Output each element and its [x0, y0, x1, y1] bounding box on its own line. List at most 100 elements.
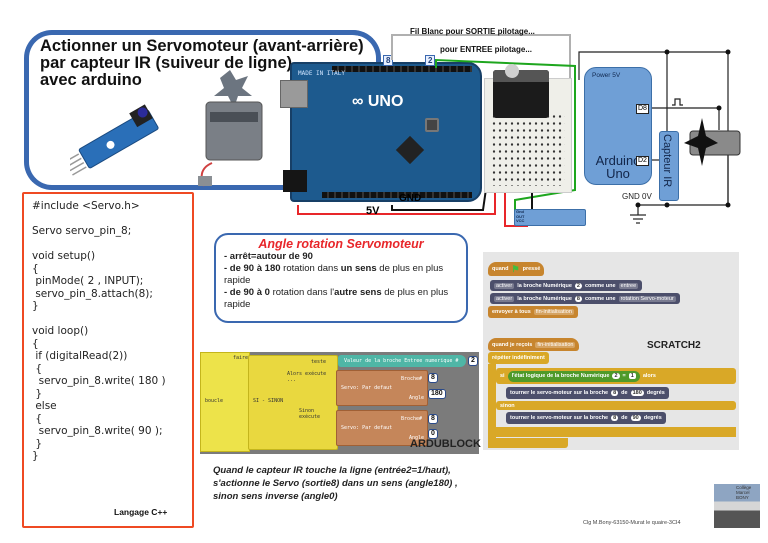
- ardublock-servo-block-1: Servo: Par defaut Broche# Angle: [336, 370, 428, 406]
- ground-symbol-icon: [630, 214, 646, 224]
- else-label: sinon: [500, 402, 515, 409]
- ir-module-board: [514, 209, 586, 226]
- scratch-forever-block[interactable]: répéter indéfiniment: [488, 352, 549, 364]
- pin-input[interactable]: 8: [574, 295, 582, 302]
- hat-text: quand: [492, 266, 509, 272]
- ifelse-label: SI - SINON: [253, 398, 284, 404]
- schematic-arduino-name: Arduino Uno: [588, 154, 648, 180]
- ir-module-pin-labels: Gnd OUT VCC: [516, 209, 524, 224]
- angle-info-panel: Angle rotation Servomoteur - arrêt=autou…: [214, 233, 468, 323]
- angle-text: de plus en plus rapide: [224, 263, 444, 286]
- angle-input[interactable]: 90: [630, 415, 641, 421]
- pin-8-tag: 8: [383, 55, 394, 66]
- block-text: tourner le servo-moteur sur la broche: [510, 390, 609, 396]
- angle-line-stop: - arrêt=autour de 90: [224, 251, 458, 263]
- schematic-pin-d8: D8: [636, 104, 649, 114]
- angle-text: rotation dans l': [269, 287, 335, 298]
- then-slot-label: Alors exécute ...: [287, 371, 327, 383]
- scratch-set-pin-2-block[interactable]: activer la broche Numérique 2 comme une …: [490, 280, 643, 291]
- caption-line-2: s'actionne le Servo (sortie8) dans un se…: [213, 478, 458, 489]
- servo-horn: [505, 64, 519, 78]
- pin-input[interactable]: 8: [611, 415, 619, 421]
- code-line: pinMode( 2 , INPUT);: [32, 275, 144, 287]
- mode-dropdown[interactable]: activer: [494, 295, 515, 302]
- block-text: de: [621, 415, 628, 421]
- angle-text: rotation dans: [280, 263, 341, 274]
- schematic-sensor-label: Capteur IR: [661, 134, 673, 188]
- mode-dropdown[interactable]: activer: [494, 282, 515, 289]
- scratch-forever-arm: [488, 364, 496, 448]
- angle-range-forward: - de 90 à 180: [224, 263, 281, 274]
- angle-direction: autre sens: [334, 287, 382, 298]
- infinity-icon: ∞: [352, 93, 368, 110]
- message-dropdown[interactable]: fin-initialisation: [533, 309, 574, 315]
- logo-line: Marcel: [736, 490, 750, 495]
- code-line: [32, 238, 184, 251]
- caption-line-1: Quand le capteur IR touche la ligne (ent…: [213, 465, 451, 476]
- condition-pin-value[interactable]: 2: [468, 356, 478, 366]
- scratch-hat-green-flag[interactable]: quand ⚑ pressé: [488, 262, 545, 276]
- condition-text: l'état logique de la broche Numérique: [511, 373, 610, 379]
- angle-line-reverse: - de 90 à 0 rotation dans l'autre sens d…: [224, 287, 458, 311]
- scratch-condition[interactable]: l'état logique de la broche Numérique 2 …: [507, 370, 640, 382]
- made-in-italy-label: MADE IN ITALY: [298, 70, 345, 77]
- scratch-hat-receive[interactable]: quand je reçois fin-initialisation: [488, 338, 580, 351]
- pin-input[interactable]: 8: [611, 390, 619, 396]
- servo1-angle-value[interactable]: 180: [428, 389, 446, 399]
- 5v-label: 5V: [366, 205, 380, 217]
- servo1-pin-value[interactable]: 8: [428, 373, 438, 383]
- mode-dropdown[interactable]: entree: [618, 282, 639, 289]
- logo-line: BONY: [736, 495, 749, 500]
- arduino-name-line-2: Uno: [606, 166, 630, 181]
- loop-slot-label: faire: [233, 355, 249, 361]
- angle-direction: un sens: [340, 263, 377, 274]
- scratch-broadcast-block[interactable]: envoyer à tous fin-initialisation: [488, 306, 578, 318]
- block-text: comme une: [584, 295, 616, 302]
- scratch-forever-end: [488, 438, 568, 448]
- block-text: degrés: [643, 415, 662, 421]
- code-line: }: [32, 387, 43, 400]
- breadboard-servo-top: [493, 70, 549, 82]
- servo2-pin-value[interactable]: 8: [428, 414, 438, 424]
- page-title: Actionner un Servomoteur (avant-arrière)…: [40, 38, 364, 89]
- code-line: {: [32, 362, 43, 375]
- pin-input[interactable]: 2: [574, 282, 582, 289]
- code-line: void setup(): [32, 250, 96, 262]
- scratch-turn-servo-90[interactable]: tourner le servo-moteur sur la broche 8 …: [506, 412, 666, 424]
- code-line: {: [32, 337, 39, 350]
- block-text: de: [621, 390, 628, 396]
- block-text: degrés: [646, 390, 665, 396]
- value-input[interactable]: 1: [628, 373, 636, 379]
- power-jack: [283, 170, 307, 192]
- ardublock-servo-block-2: Servo: Par defaut Broche# Angle: [336, 410, 428, 446]
- scratch-if-end: [496, 427, 736, 437]
- scratch-if-block[interactable]: si l'état logique de la broche Numérique…: [496, 368, 736, 384]
- scratch-turn-servo-180[interactable]: tourner le servo-moteur sur la broche 8 …: [506, 387, 669, 399]
- block-text: comme une: [584, 282, 616, 289]
- hat-text: quand je reçois: [492, 341, 533, 348]
- angle-input[interactable]: 180: [630, 390, 644, 396]
- servo-block-label: Servo: Par defaut: [341, 425, 393, 431]
- output-wire-label: Fil Blanc pour SORTIE pilotage...: [410, 27, 535, 36]
- schematic-pin-d2: D2: [636, 156, 649, 166]
- loop-label: boucle: [205, 398, 224, 404]
- scratch-set-pin-8-block[interactable]: activer la broche Numérique 8 comme une …: [490, 293, 680, 304]
- code-line: {: [32, 262, 39, 275]
- caption-line-3: sinon sens inverse (angle0): [213, 491, 338, 502]
- condition-label: Valeur de la broche Entree numerique #: [344, 358, 459, 364]
- scratch-else-label: sinon: [496, 401, 736, 410]
- servo2-angle-value[interactable]: 0: [428, 429, 438, 439]
- code-line: servo_pin_8.write( 180 ): [32, 375, 166, 387]
- servo-pin-label: Broche#: [401, 376, 423, 382]
- pin-input[interactable]: 2: [612, 373, 620, 379]
- else-slot-label: Sinon exécute: [299, 408, 321, 420]
- message-dropdown[interactable]: fin-initialisation: [535, 341, 576, 348]
- mode-dropdown[interactable]: rotation Servo-moteur: [618, 295, 676, 302]
- schematic-power-label: Power 5V: [592, 72, 621, 79]
- servo-pin-label: Broche#: [401, 416, 423, 422]
- ir-sensor-image: [70, 104, 159, 176]
- operator: =: [622, 373, 626, 379]
- block-text: la broche Numérique: [517, 282, 572, 289]
- green-flag-icon: ⚑: [511, 263, 520, 274]
- block-text: tourner le servo-moteur sur la broche: [510, 415, 609, 421]
